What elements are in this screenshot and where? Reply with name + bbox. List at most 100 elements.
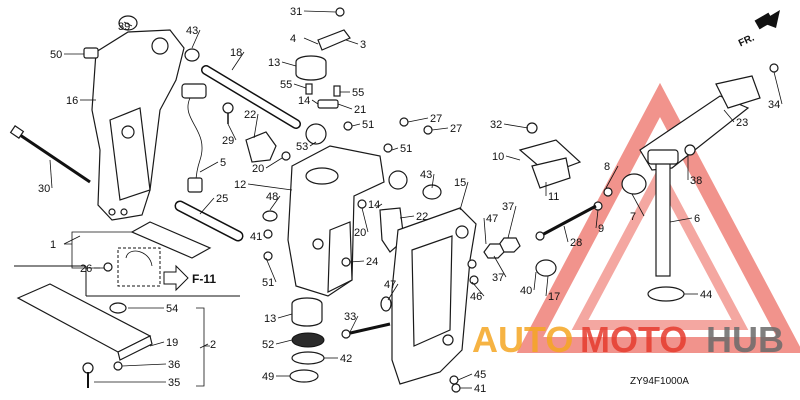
leader-22 — [399, 215, 415, 219]
part-52-seal — [291, 332, 325, 348]
part-43-washer-right — [422, 184, 442, 200]
part-28-bolt — [535, 204, 597, 241]
part-41-nut-left — [263, 229, 273, 239]
part-6-steering-shaft — [647, 149, 679, 277]
callout-49: 49 — [262, 371, 274, 383]
callout-19: 19 — [166, 337, 178, 349]
callout-51: 51 — [362, 119, 374, 131]
callout-55: 55 — [352, 87, 364, 99]
leader-13 — [277, 313, 293, 319]
leader-7 — [631, 193, 645, 217]
callout-23: 23 — [736, 117, 748, 129]
leader-53 — [309, 141, 317, 147]
leader-27 — [431, 127, 449, 131]
callout-39: 39 — [118, 21, 130, 33]
callout-45: 45 — [474, 369, 486, 381]
part-51-nut-upper — [343, 121, 353, 131]
part-16-bracket — [91, 29, 185, 221]
callout-17: 17 — [548, 291, 560, 303]
part-49-ring — [289, 369, 319, 383]
part-40-bushing — [535, 259, 557, 277]
leader-4 — [303, 37, 319, 45]
part-41-nut-lower — [451, 383, 461, 393]
callout-18: 18 — [230, 47, 242, 59]
callout-55: 55 — [280, 79, 292, 91]
part-39-grommet — [118, 15, 138, 31]
callout-7: 7 — [630, 211, 636, 223]
leader-14 — [311, 99, 319, 105]
callout-20: 20 — [252, 163, 264, 175]
part-55-pin-right — [333, 85, 341, 97]
callout-35: 35 — [168, 377, 180, 389]
leader-23 — [723, 109, 735, 123]
callout-30: 30 — [38, 183, 50, 195]
leader-40 — [533, 271, 537, 291]
callout-37: 37 — [492, 272, 504, 284]
leader-28 — [563, 225, 569, 243]
leader-47 — [387, 283, 399, 301]
leader-51 — [351, 123, 361, 127]
part-43-washer — [184, 48, 200, 62]
leader-22 — [253, 113, 259, 139]
leader-43 — [431, 173, 435, 189]
callout-11: 11 — [548, 191, 559, 203]
part-34-bolt — [769, 63, 779, 73]
part-7-bushing — [621, 173, 647, 195]
part-25-rod — [174, 200, 244, 242]
part-32-bolt — [526, 122, 538, 134]
watermark-moto: MOTO — [580, 319, 687, 360]
watermark-hub: HUB — [706, 319, 784, 360]
part-18-shaft — [201, 65, 301, 129]
callout-41: 41 — [250, 231, 262, 243]
part-50-clip — [83, 47, 99, 59]
callout-12: 12 — [234, 179, 246, 191]
part-20-bolt-lower — [357, 199, 367, 209]
callout-22: 22 — [244, 109, 256, 121]
callout-36: 36 — [168, 359, 180, 371]
leader-14 — [375, 203, 383, 209]
leader-43 — [191, 29, 201, 49]
callout-32: 32 — [490, 119, 502, 131]
callout-43: 43 — [186, 25, 198, 37]
part-47-washer-mid — [380, 296, 392, 312]
watermark-triangle — [516, 82, 800, 353]
leader-51 — [265, 257, 277, 283]
leader-15 — [459, 181, 469, 211]
part-35-bolt — [82, 362, 94, 388]
leader-17 — [545, 275, 549, 297]
part-29-screw — [222, 102, 234, 124]
callout-8: 8 — [604, 161, 610, 173]
leader-6 — [669, 217, 693, 223]
callout-33: 33 — [344, 311, 356, 323]
bracket-assembly-2 — [196, 307, 210, 387]
callout-2: 2 — [210, 339, 216, 351]
leader-9 — [595, 209, 599, 229]
callout-53: 53 — [296, 141, 308, 153]
part-30-bolt — [9, 125, 91, 184]
leader-8 — [605, 165, 619, 189]
leader-32 — [503, 123, 529, 129]
part-38-nut — [684, 144, 696, 156]
callout-51: 51 — [262, 277, 274, 289]
leader-10 — [505, 155, 521, 161]
leader-3 — [345, 39, 359, 45]
part-15-stern-bracket — [391, 207, 477, 385]
leader-36 — [121, 363, 167, 367]
part-20-bolt-upper — [281, 151, 291, 161]
callout-50: 50 — [50, 49, 62, 61]
part-10-cover — [518, 139, 582, 189]
callout-52: 52 — [262, 339, 274, 351]
part-45-washer — [449, 375, 459, 385]
leader-55 — [293, 83, 307, 89]
leader-20 — [265, 157, 283, 169]
part-43-washer-inner — [388, 170, 408, 190]
part-13-collar-upper — [295, 55, 327, 81]
part-31-screw — [335, 7, 345, 17]
leader-24 — [349, 260, 365, 263]
part-36-bolt — [113, 361, 123, 371]
callout-31: 31 — [290, 6, 302, 18]
leader-47 — [483, 217, 487, 245]
front-direction-arrow — [754, 10, 780, 30]
part-27-screw-right — [423, 125, 433, 135]
